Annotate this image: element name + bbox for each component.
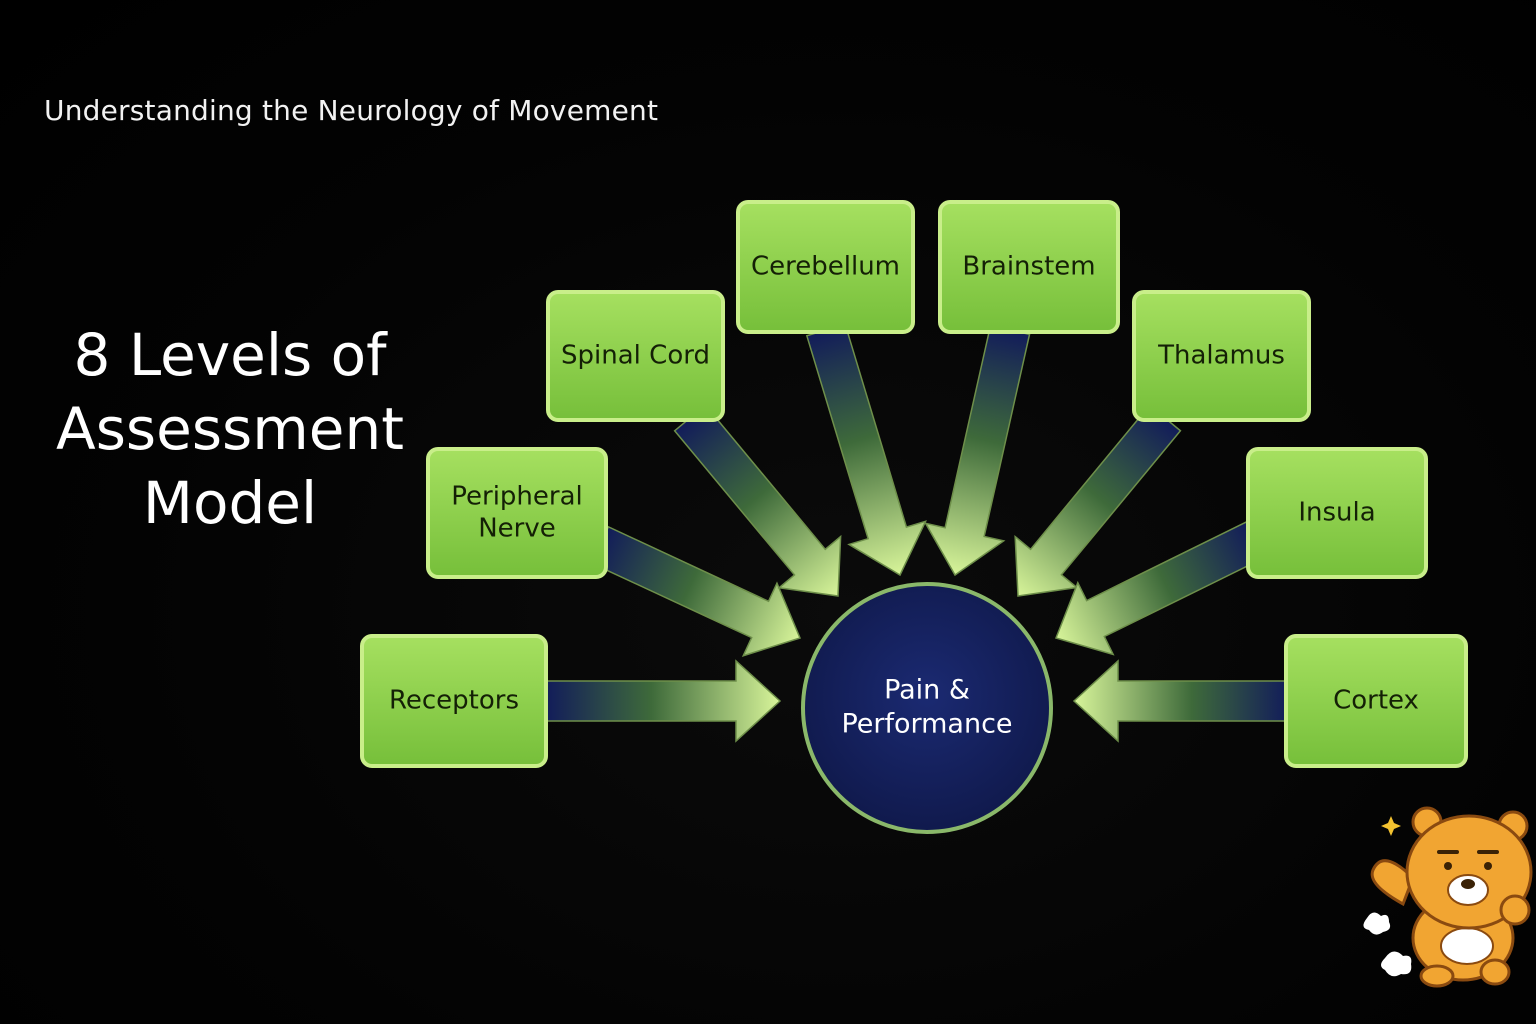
hub-label: Pain & (884, 675, 970, 706)
slide-header: Understanding the Neurology of Movement (44, 94, 659, 127)
hub-circle (801, 582, 1053, 834)
node-cerebellum: Cerebellum (736, 200, 915, 334)
node-thalamus: Thalamus (1132, 290, 1311, 422)
hub-layer: Pain &Performance (801, 582, 1053, 834)
arrow-peripheral-nerve (590, 525, 802, 657)
node-label: Thalamus (1157, 341, 1285, 371)
node-box (1132, 290, 1311, 422)
node-box (426, 447, 608, 579)
hub-pain-performance: Pain &Performance (801, 582, 1053, 834)
arrow-brainstem (924, 324, 1031, 577)
node-label: Brainstem (962, 252, 1095, 282)
arrow-insula (1054, 521, 1265, 656)
node-label: Nerve (478, 514, 556, 544)
node-label: Cortex (1333, 686, 1419, 716)
node-box (1284, 634, 1468, 768)
bear-mascot-icon (1363, 806, 1533, 988)
arrow-receptors (545, 659, 782, 743)
node-insula: Insula (1246, 447, 1428, 579)
main-title-line: 8 Levels of (73, 321, 387, 389)
arrow-thalamus (1014, 404, 1182, 597)
main-title-line: Model (142, 469, 318, 537)
node-label: Insula (1298, 498, 1375, 528)
node-cortex: Cortex (1284, 634, 1468, 768)
arrow-cerebellum (805, 323, 927, 577)
arrow-cortex (1072, 659, 1289, 743)
node-spinal-cord: Spinal Cord (546, 290, 725, 422)
node-label: Cerebellum (751, 252, 900, 282)
node-box (546, 290, 725, 422)
node-box (360, 634, 548, 768)
arrows-layer (545, 323, 1289, 743)
node-box (1246, 447, 1428, 579)
node-box (736, 200, 915, 334)
main-title-line: Assessment (56, 395, 404, 463)
node-box (938, 200, 1120, 334)
main-title: 8 Levels of Assessment Model (40, 318, 420, 540)
arrow-spinal-cord (673, 404, 842, 597)
node-receptors: Receptors (360, 634, 548, 768)
node-brainstem: Brainstem (938, 200, 1120, 334)
node-label: Spinal Cord (561, 341, 710, 371)
node-label: Receptors (389, 686, 519, 716)
node-label: Peripheral (451, 482, 583, 512)
hub-label: Performance (841, 709, 1012, 740)
